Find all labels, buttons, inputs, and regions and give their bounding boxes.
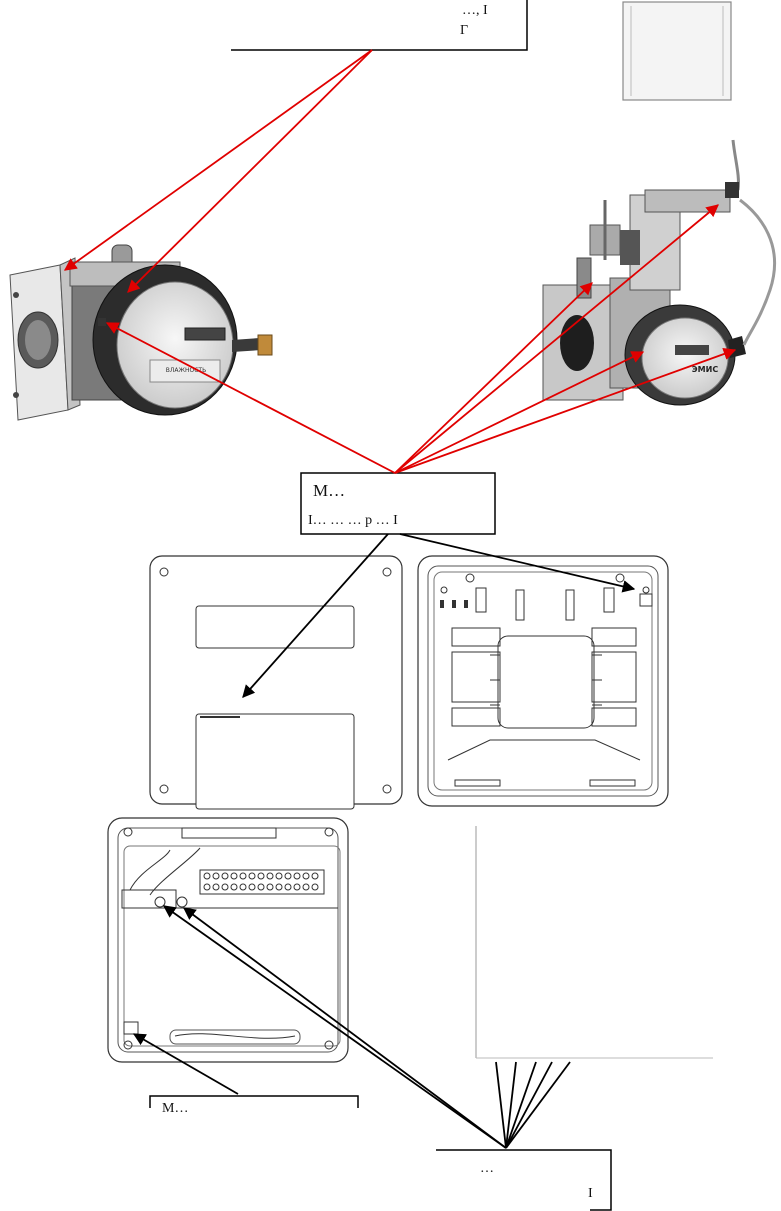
- left-meter-face-label: ВЛАЖНОСТЬ: [166, 367, 206, 374]
- callout-bottom-left: М…: [149, 1095, 359, 1116]
- callout-bottom-left-line1: М…: [162, 1101, 188, 1116]
- housing-cover-front: [149, 555, 403, 810]
- callout-top-line1: …, I: [462, 3, 488, 18]
- terminal-block: [199, 869, 325, 895]
- callout-bottom-right: … I: [436, 1149, 612, 1211]
- housing-base-interior: [417, 555, 669, 807]
- arrow-bottom-left: [132, 1033, 239, 1095]
- callout-middle: М… I… … … р … I: [300, 472, 496, 535]
- red-arrows-middle: [105, 204, 737, 474]
- blank-panel-bottom-right: [475, 826, 713, 1059]
- red-arrows-top: [63, 49, 373, 293]
- callout-middle-line1: М…: [313, 481, 345, 500]
- black-arrows-bottom: [162, 905, 571, 1149]
- right-meter-brand-label: ЭМИС: [692, 365, 719, 374]
- black-arrows-middle: [242, 533, 636, 698]
- callout-top-line2: Г: [460, 23, 468, 38]
- callout-top: …, I Г: [231, 0, 528, 51]
- left-flowmeter: ВЛАЖНОСТЬ: [9, 244, 273, 421]
- callout-middle-line2: I… … … р … I: [308, 513, 398, 528]
- callout-bottom-right-line2: I: [588, 1186, 593, 1201]
- right-flowmeter: ЭМИС: [542, 182, 776, 406]
- callout-bottom-right-line1: …: [480, 1161, 494, 1176]
- junction-box-top-right: [622, 1, 740, 191]
